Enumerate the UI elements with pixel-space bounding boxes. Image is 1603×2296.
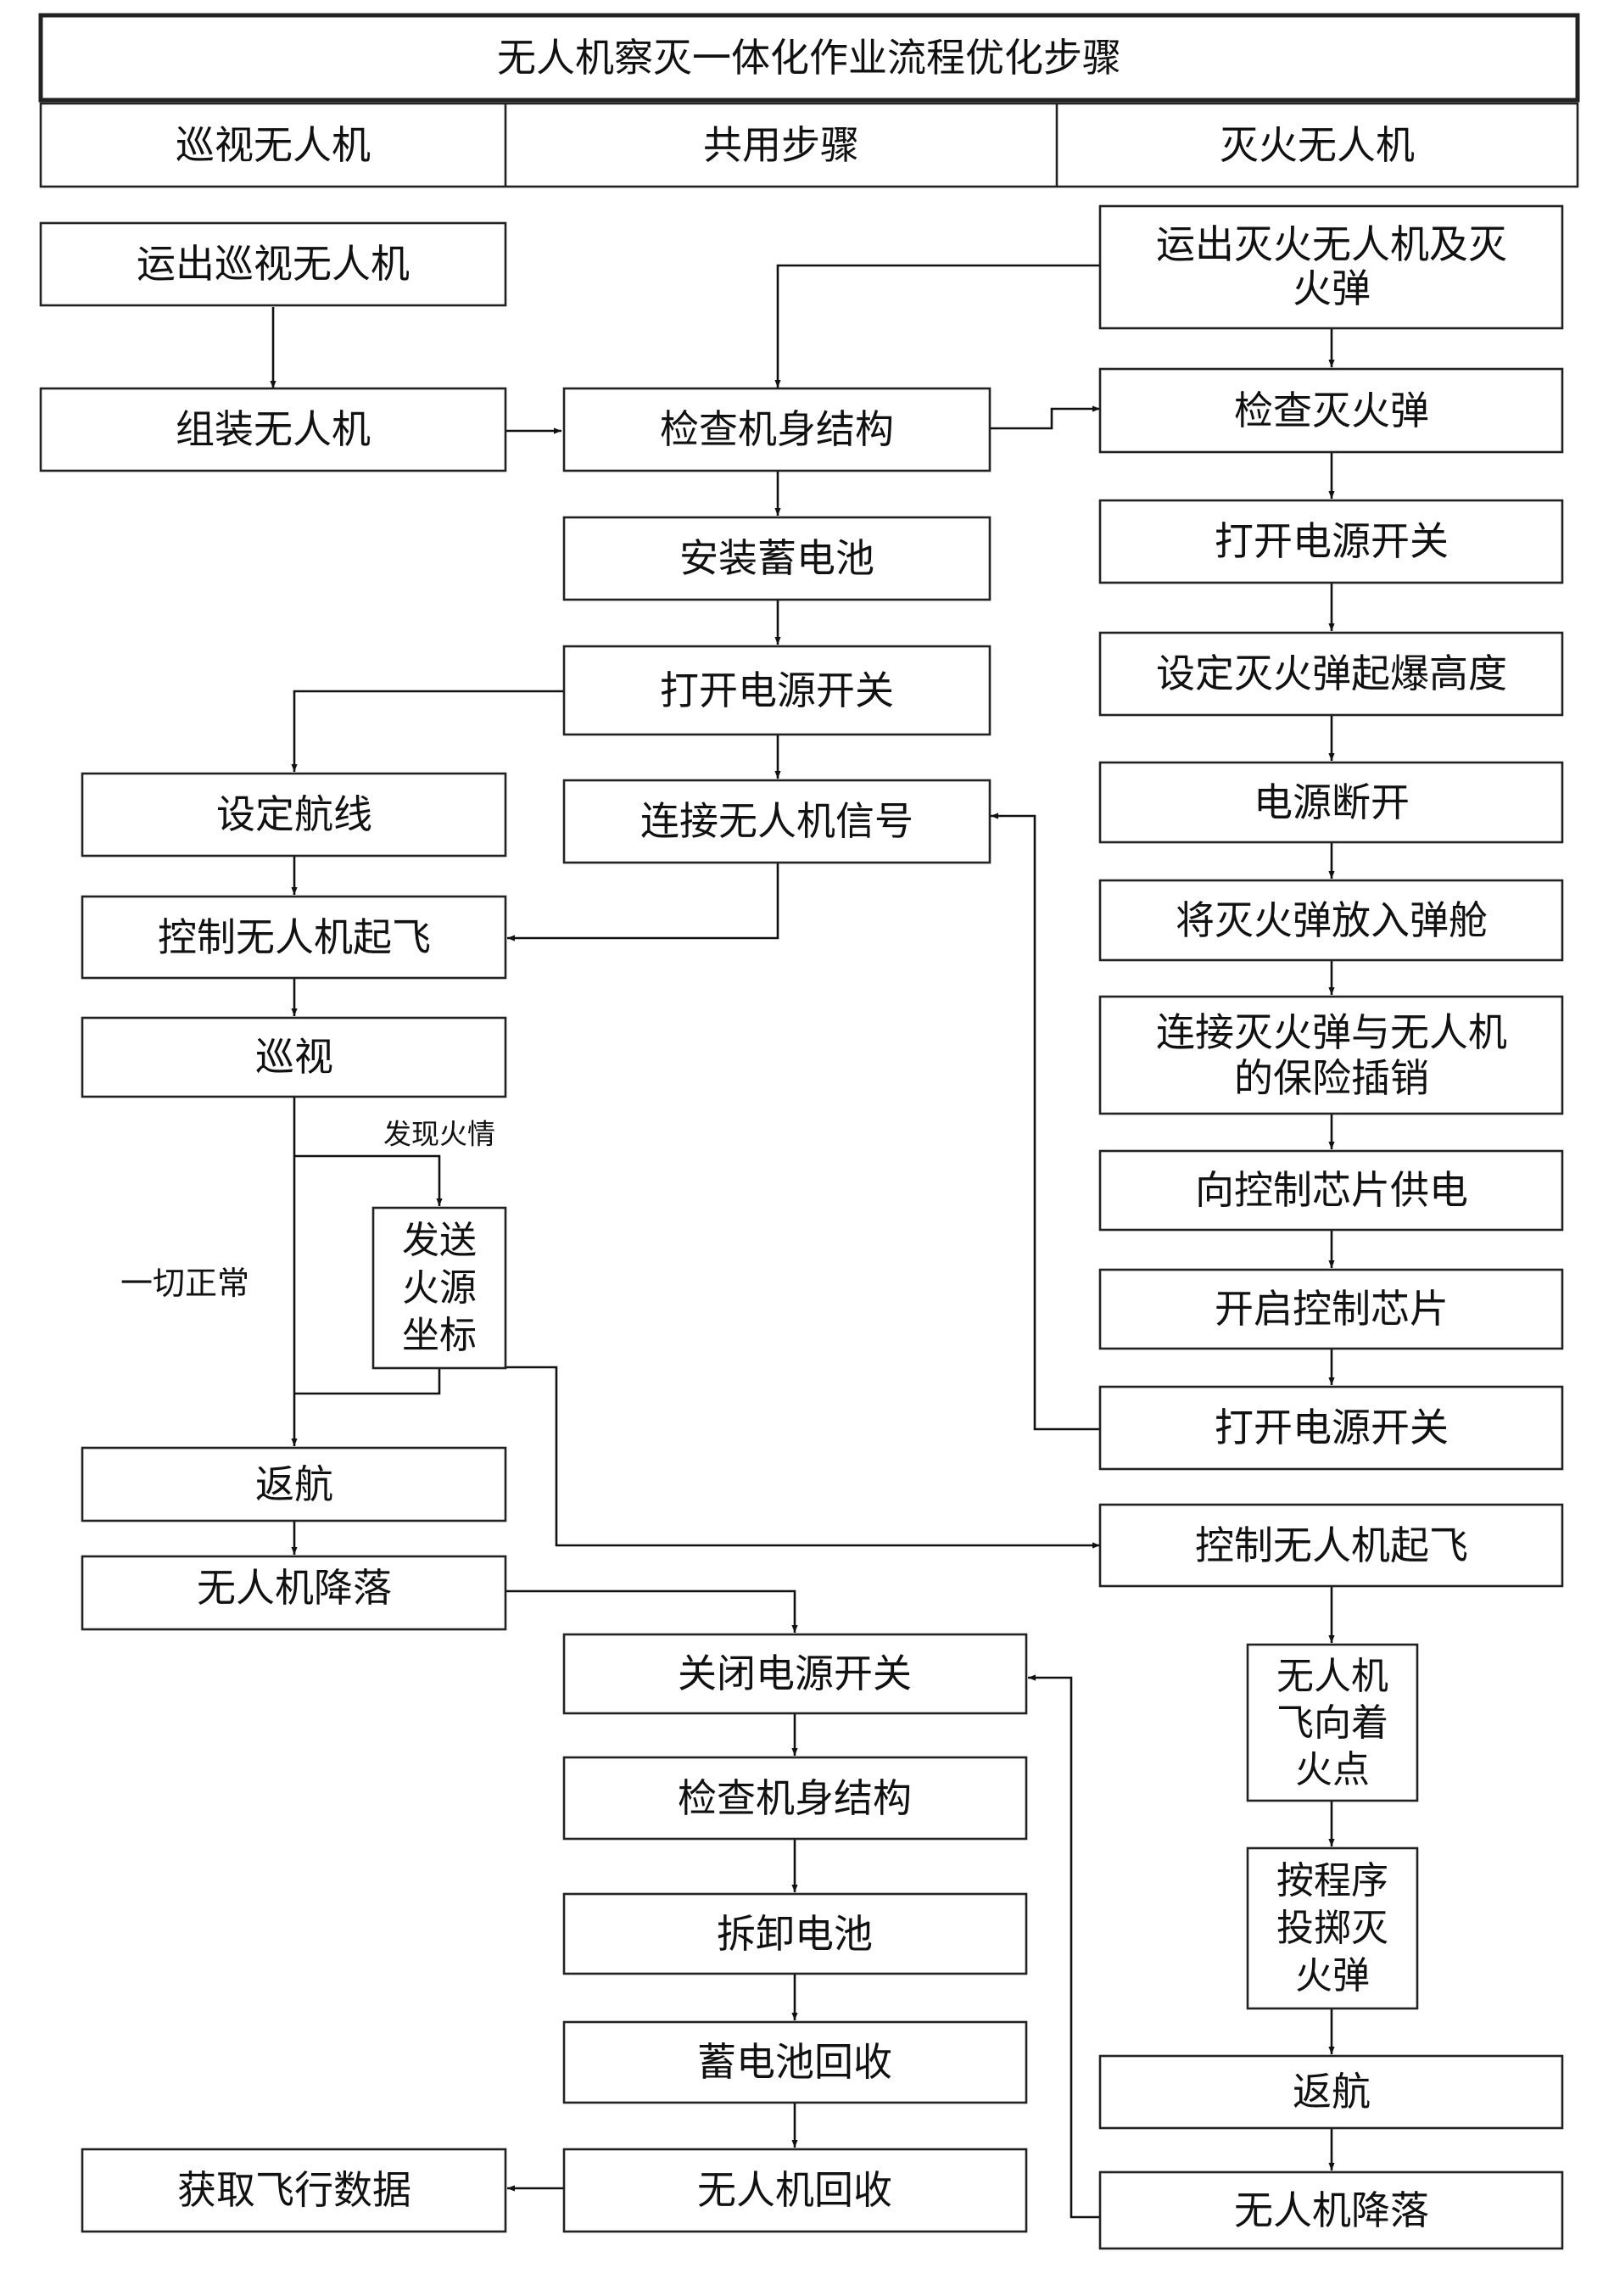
node-shared-power-on: 打开电源开关 [562, 645, 991, 736]
node-label: 返航 [255, 1461, 333, 1507]
edge-label-all-normal: 一切正常 [120, 1265, 249, 1302]
node-ext-power-on-1: 打开电源开关 [1098, 499, 1564, 584]
node-patrol-assemble: 组装无人机 [39, 387, 507, 472]
node-patrol-land: 无人机降落 [81, 1555, 507, 1631]
node-label: 打开电源开关 [1215, 518, 1449, 564]
node-ext-check-bomb: 检查灭火弹 [1098, 367, 1564, 454]
arrow-land-to-power-off [505, 1589, 798, 1633]
node-label: 将灭火弹放入弹舱 [1176, 897, 1488, 943]
node-label: 打开电源开关 [1215, 1405, 1449, 1450]
arrow-coords-to-takeoff [505, 1366, 1100, 1549]
node-shared-remove-battery: 拆卸电池 [562, 1892, 1028, 1975]
node-label: 拆卸电池 [717, 1911, 873, 1957]
node-ext-land: 无人机降落 [1098, 2170, 1564, 2250]
node-label: 蓄电池回收 [697, 2039, 892, 2085]
node-patrol-patrol: 巡视 [81, 1016, 507, 1098]
arrow-fire-found [294, 1154, 443, 1206]
node-ext-set-height: 设定灭火弹起爆高度 [1098, 631, 1564, 717]
node-ext-power-on-2: 打开电源开关 [1098, 1385, 1564, 1471]
node-label: 检查机身结构 [660, 406, 894, 452]
node-label: 无人机飞向着火点 [1276, 1654, 1388, 1791]
node-shared-check-frame-2: 检查机身结构 [562, 1756, 1028, 1841]
node-shared-recover-uav: 无人机回收 [562, 2148, 1028, 2233]
node-label: 巡视 [255, 1034, 333, 1080]
node-label: 控制无人机起飞 [1195, 1522, 1468, 1568]
node-label: 设定航线 [216, 791, 372, 837]
column-header-extinguish: 灭火无人机 [1220, 122, 1415, 168]
node-ext-fly-to-fire: 无人机飞向着火点 [1246, 1643, 1419, 1802]
column-header-patrol: 巡视无人机 [176, 122, 371, 168]
node-ext-chip-power: 向控制芯片供电 [1098, 1149, 1564, 1232]
node-label: 返航 [1293, 2069, 1371, 2114]
node-label: 组装无人机 [176, 406, 371, 452]
node-shared-connect-signal: 连接无人机信号 [562, 779, 991, 864]
node-label: 打开电源开关 [660, 668, 894, 713]
node-patrol-return: 返航 [81, 1446, 507, 1522]
node-patrol-set-route: 设定航线 [81, 772, 507, 858]
node-label: 运出灭火无人机及灭火弹 [1156, 221, 1507, 311]
arrow-land-to-power-off-2 [1028, 1674, 1100, 2219]
arrow-signal-to-takeoff [507, 863, 779, 941]
column-header-shared: 共用步骤 [703, 122, 859, 168]
node-label: 发送火源坐标 [402, 1218, 477, 1357]
node-label: 检查灭火弹 [1234, 388, 1429, 433]
node-ext-connect-pin: 连接灭火弹与无人机的保险插销 [1098, 995, 1564, 1115]
node-ext-drop-bomb: 按程序投掷灭火弹 [1246, 1846, 1419, 2010]
node-shared-check-frame-1: 检查机身结构 [562, 387, 991, 472]
node-label: 连接灭火弹与无人机的保险插销 [1156, 1009, 1507, 1101]
header-title-box: 无人机察灭一体化作业流程优化步骤 [38, 13, 1580, 103]
line-coords-merge [294, 1368, 441, 1395]
arrow-power-to-set-route [291, 690, 564, 772]
node-label: 按程序投掷灭火弹 [1276, 1858, 1388, 1997]
node-label: 设定灭火弹起爆高度 [1156, 651, 1507, 696]
node-label: 电源断开 [1254, 779, 1410, 825]
node-patrol-get-data: 获取飞行数据 [81, 2148, 507, 2233]
node-label: 运出巡视无人机 [137, 241, 410, 287]
node-label: 获取飞行数据 [177, 2167, 411, 2213]
node-ext-power-cut: 电源断开 [1098, 761, 1564, 844]
node-label: 关闭电源开关 [678, 1651, 912, 1696]
node-ext-transport: 运出灭火无人机及灭火弹 [1098, 204, 1564, 330]
node-label: 安装蓄电池 [679, 535, 874, 581]
node-patrol-send-coords: 发送火源坐标 [371, 1206, 507, 1370]
arrow-power2-to-signal [991, 813, 1100, 1431]
node-ext-return: 返航 [1098, 2054, 1564, 2130]
node-label: 连接无人机信号 [640, 798, 913, 844]
node-label: 无人机回收 [697, 2167, 892, 2213]
node-label: 无人机降落 [197, 1565, 392, 1611]
node-shared-recycle-battery: 蓄电池回收 [562, 2020, 1028, 2104]
node-label: 控制无人机起飞 [158, 914, 431, 960]
arrow-check-to-bomb-check [990, 405, 1100, 430]
node-shared-install-battery: 安装蓄电池 [562, 516, 991, 601]
node-label: 向控制芯片供电 [1195, 1167, 1468, 1213]
node-label: 检查机身结构 [678, 1775, 912, 1821]
node-patrol-takeoff: 控制无人机起飞 [81, 895, 507, 980]
arrow-transport-to-check [774, 264, 1100, 388]
node-ext-chip-start: 开启控制芯片 [1098, 1268, 1564, 1350]
node-label: 开启控制芯片 [1215, 1286, 1449, 1332]
node-patrol-transport: 运出巡视无人机 [39, 221, 507, 307]
edge-label-fire-found: 发现火情 [383, 1118, 495, 1151]
node-ext-load-bomb: 将灭火弹放入弹舱 [1098, 879, 1564, 962]
node-ext-takeoff: 控制无人机起飞 [1098, 1503, 1564, 1588]
diagram-title: 无人机察灭一体化作业流程优化步骤 [497, 35, 1121, 81]
column-header-row: 巡视无人机 共用步骤 灭火无人机 [39, 102, 1579, 188]
connectors [270, 264, 1335, 2219]
node-shared-power-off: 关闭电源开关 [562, 1633, 1028, 1715]
node-label: 无人机降落 [1234, 2187, 1429, 2233]
